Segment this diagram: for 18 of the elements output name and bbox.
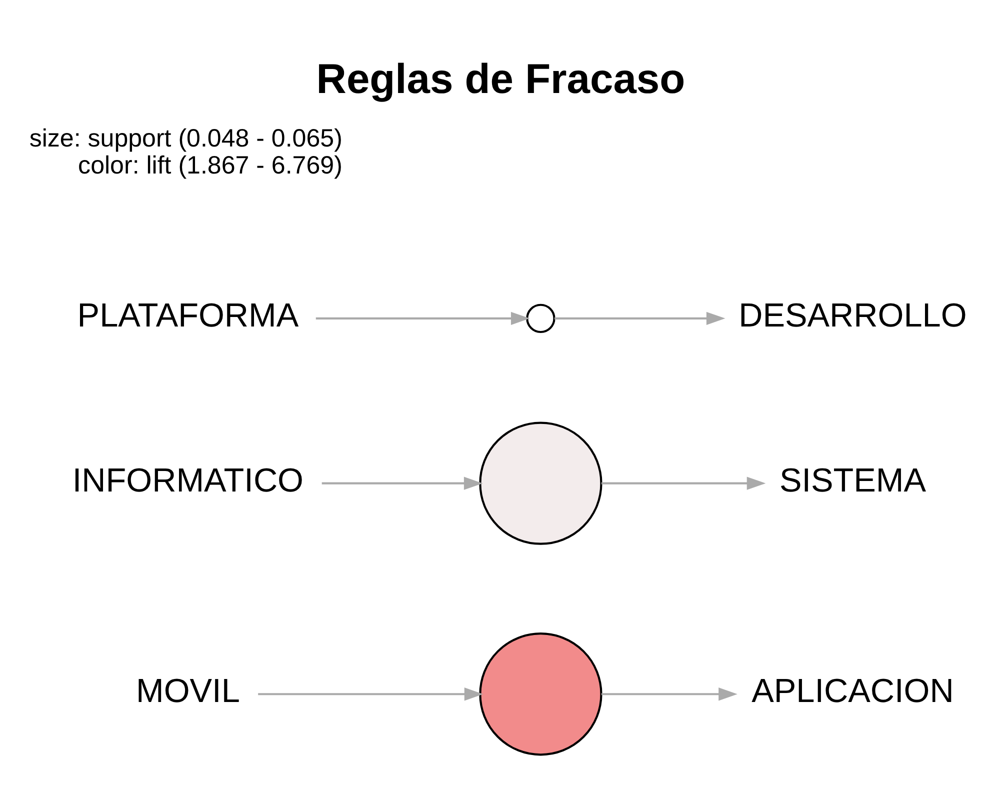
node-text: PLATAFORMA xyxy=(77,296,299,334)
node-text: SISTEMA xyxy=(779,462,926,499)
node-circle xyxy=(526,303,556,333)
arrow xyxy=(601,476,766,490)
label: color: lift (1.867 - 6.769) xyxy=(78,151,342,180)
arrow xyxy=(316,311,530,324)
arrow xyxy=(554,311,726,324)
node-text: MOVIL xyxy=(136,672,240,710)
node-circle xyxy=(479,632,602,756)
arrow xyxy=(322,476,483,490)
node-text: INFORMATICO xyxy=(72,462,304,499)
node-text: DESARROLLO xyxy=(738,296,967,334)
arrow xyxy=(258,687,484,700)
arrow xyxy=(601,687,738,700)
node-circle xyxy=(479,421,602,544)
diagram-title: Reglas de Fracaso xyxy=(316,54,686,102)
node-text: APLICACION xyxy=(752,672,954,710)
label: size: support (0.048 - 0.065) xyxy=(29,124,342,152)
